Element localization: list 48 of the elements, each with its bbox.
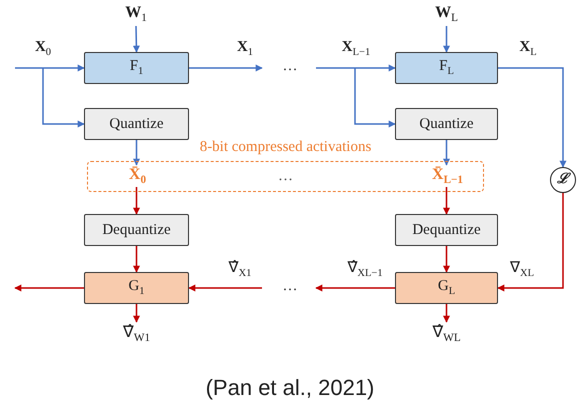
- box-label: Dequantize: [102, 222, 171, 238]
- arrow: [133, 304, 140, 323]
- gradient-box: [84, 272, 189, 304]
- ellipsis: …: [282, 278, 298, 294]
- variable-label: ∇̂$_{WL}$: [432, 325, 461, 345]
- arrow: [315, 284, 395, 292]
- box-label: G$_{1}$: [128, 278, 145, 298]
- box-label: Dequantize: [412, 222, 481, 238]
- arrow: [498, 67, 566, 168]
- box-label: Quantize: [109, 116, 164, 132]
- loss-symbol: ℒ: [557, 173, 569, 187]
- arrow: [189, 64, 263, 72]
- activation-label: X̄$_{0}$: [128, 167, 146, 187]
- box-label: Quantize: [419, 116, 474, 132]
- loss-circle: [550, 167, 576, 193]
- arrow: [132, 26, 140, 53]
- process-box: [84, 214, 189, 246]
- arrow: [443, 187, 450, 215]
- box-label: G$_{L}$: [438, 278, 456, 298]
- process-box: [395, 214, 498, 246]
- arrow: [443, 246, 450, 273]
- arrow: [443, 140, 450, 166]
- ellipsis: …: [278, 169, 293, 184]
- arrow: [42, 68, 85, 128]
- variable-label: ∇̂$_{W1}$: [122, 325, 150, 345]
- variable-label: W$_{L}$: [435, 5, 458, 25]
- arrow: [497, 193, 564, 292]
- gradient-box: [395, 272, 498, 304]
- arrow: [354, 68, 396, 128]
- layer-box: [84, 52, 189, 84]
- group-label: 8-bit compressed activations: [200, 140, 372, 155]
- box-label: F$_{1}$: [130, 58, 144, 78]
- ellipsis: …: [282, 58, 298, 74]
- arrow: [316, 64, 396, 72]
- arrow: [443, 304, 450, 323]
- arrow: [133, 246, 140, 273]
- arrow: [14, 284, 84, 292]
- arrow: [133, 187, 140, 215]
- process-box: [395, 108, 498, 140]
- box-label: F$_{L}$: [439, 58, 454, 78]
- arrow: [443, 26, 450, 53]
- variable-label: W$_{1}$: [125, 5, 147, 25]
- activation-label: X̄$_{L−1}$: [432, 167, 463, 187]
- arrow: [15, 64, 85, 72]
- arrow: [133, 140, 140, 166]
- arrow: [188, 284, 262, 292]
- process-box: [84, 108, 189, 140]
- layer-box: [395, 52, 498, 84]
